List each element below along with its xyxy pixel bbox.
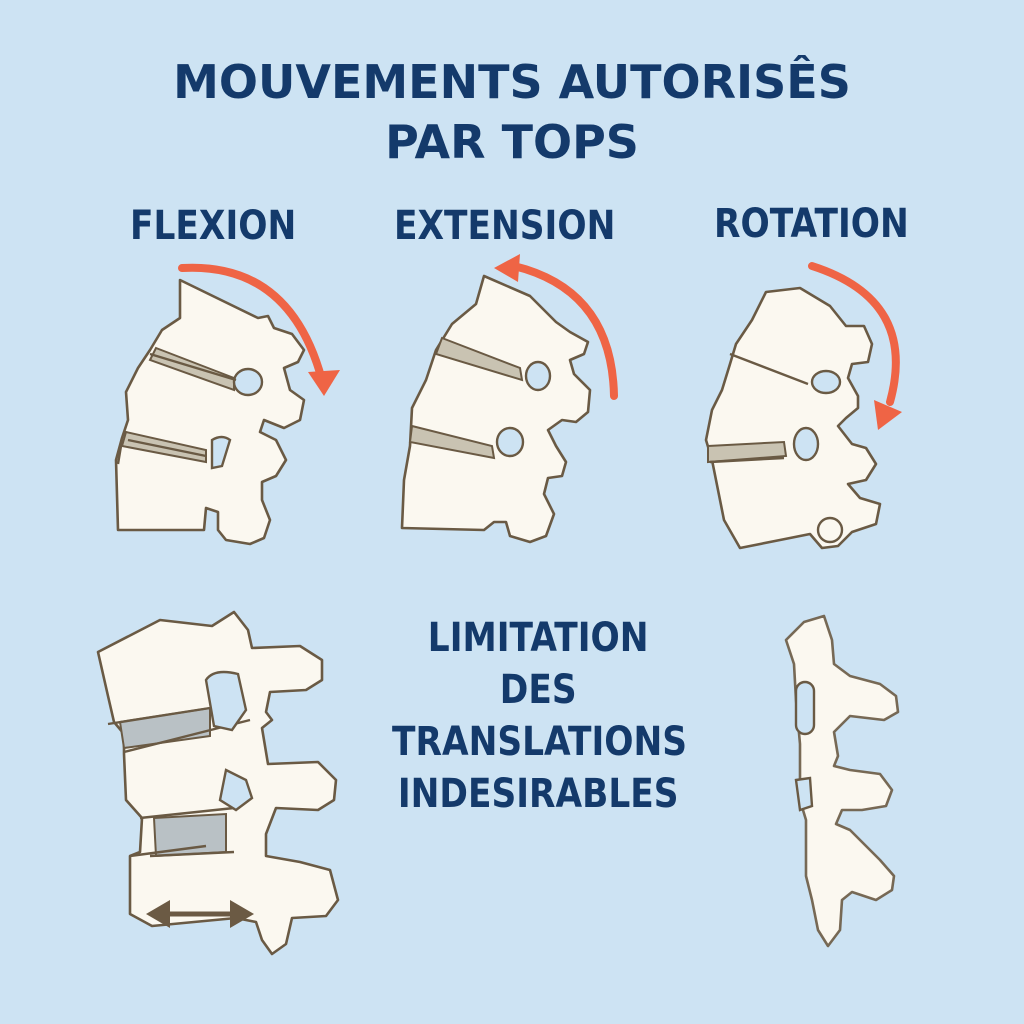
limitation-line-3: INDESIRABLES [397,771,679,817]
title-line-1: MOUVEMENTS AUTORISÊS [173,55,851,109]
limitation-line-1: LIMITATION DES [427,615,649,713]
limitation-text: LIMITATION DES TRANSLATIONS INDESIRABLES [392,612,688,820]
label-flexion: FLEXION [130,203,297,249]
label-rotation: ROTATION [714,201,909,247]
rotation-arrow-icon [808,262,902,430]
flexion-arrow-icon [178,263,340,396]
page-title: MOUVEMENTS AUTORISÊS PAR TOPS [0,52,1024,172]
title-line-2: PAR TOPS [385,115,639,169]
extension-arrow-icon [494,254,618,400]
double-arrow-translation-icon [146,900,254,928]
limitation-line-2: TRANSLATIONS [392,719,688,765]
label-extension: EXTENSION [394,203,616,249]
